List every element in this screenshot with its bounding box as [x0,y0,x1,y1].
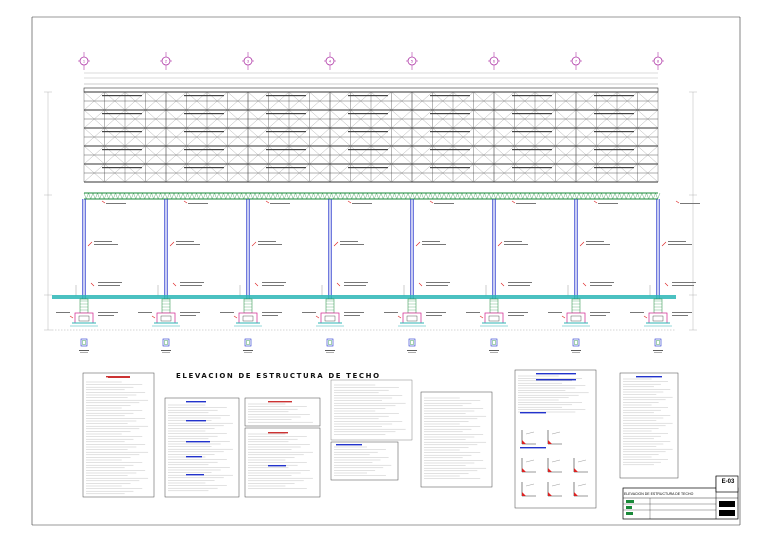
steel-column [403,199,450,300]
grid-axis-label: 8 [657,59,660,64]
steel-schedule-panel [330,379,413,481]
grid-axis-marker: 3 [242,52,254,70]
weld-detail [547,430,562,445]
footing [56,298,118,353]
roof-truss-elevation [83,87,659,183]
right-dimension-chain [689,91,697,331]
specifications-panel-a [164,397,240,498]
weld-details-panel [514,369,597,509]
top-dimension-lines [84,72,658,85]
weld-detail [573,482,588,497]
grid-axis-marker: 5 [406,52,418,70]
steel-columns [75,199,696,300]
footing [548,298,610,353]
steel-column [567,199,614,300]
grid-axis-label: 3 [247,59,250,64]
steel-column [485,199,532,300]
steel-column [649,199,696,300]
left-dimension-chain [44,91,52,331]
grid-axis-marker: 1 [78,52,90,70]
grid-axis-label: 4 [329,59,332,64]
steel-column [321,199,368,300]
steel-column [239,199,286,300]
legend-panel [619,372,679,479]
sheet-number: E-03 [721,479,735,485]
sheet-name: ELEVACION DE ESTRUCTURA DE TECHO [624,492,694,496]
footing [138,298,200,353]
grid-axis-marker: 8 [652,52,664,70]
grid-axis-marker: 4 [324,52,336,70]
steel-column [75,199,122,300]
weld-detail [521,458,536,473]
footing [302,298,364,353]
weld-detail [521,430,536,445]
floor-slab [52,295,676,299]
specifications-panel-b [244,397,321,498]
grid-axis-marker: 2 [160,52,172,70]
purlin-band [83,192,700,204]
drawing-title: ELEVACION DE ESTRUCTURA DE TECHO [176,372,381,380]
grid-axis-marker: 6 [488,52,500,70]
general-notes-panel [82,372,155,498]
footing [466,298,528,353]
grid-axis-label: 1 [83,59,86,64]
weld-detail [521,482,536,497]
connection-notes-panel [420,391,493,488]
grid-axis-label: 7 [575,59,578,64]
grid-axis-markers: 1 2 3 4 5 6 7 8 [78,52,664,70]
column-footings [52,298,692,353]
grid-axis-label: 2 [165,59,168,64]
grid-axis-label: 5 [411,59,414,64]
grid-axis-marker: 7 [570,52,582,70]
title-block [622,475,739,520]
weld-detail [547,482,562,497]
weld-detail [573,458,588,473]
grid-axis-label: 6 [493,59,496,64]
weld-detail [547,458,562,473]
footing [220,298,282,353]
steel-column [157,199,204,300]
footing [630,298,692,353]
footing [384,298,446,353]
